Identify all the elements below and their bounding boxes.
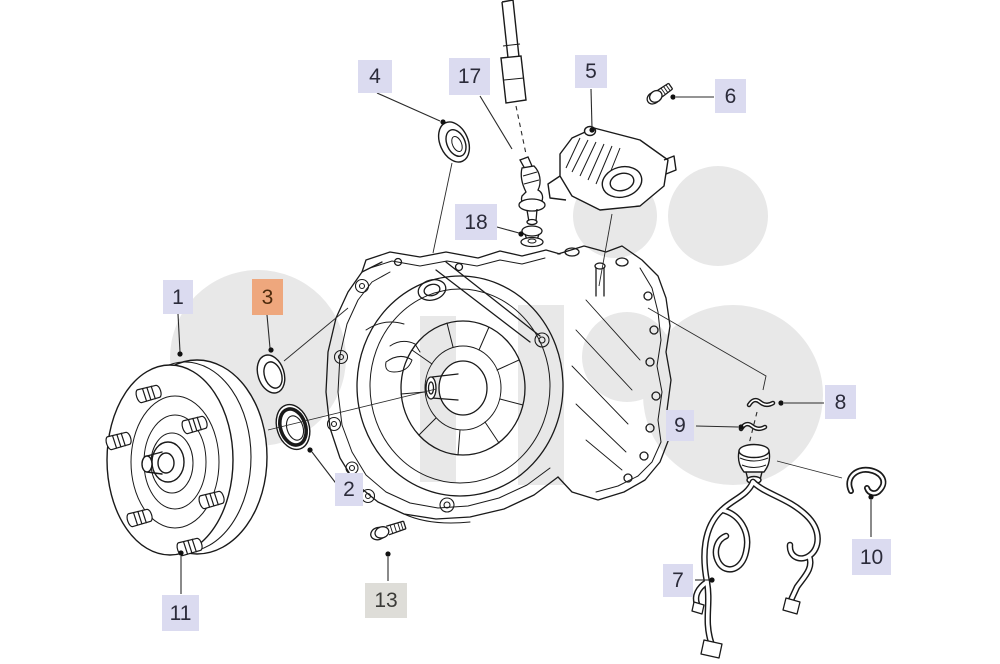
leader-lines: [177, 88, 872, 594]
grommet-18-drawing: [520, 225, 544, 248]
clip-10-drawing: [846, 466, 887, 497]
part-label-11[interactable]: 11: [162, 595, 199, 631]
bolt-6-drawing: [646, 82, 674, 105]
leader-dots: [177, 94, 874, 583]
switch-5-drawing: [547, 125, 677, 211]
part-label-7[interactable]: 7: [663, 564, 693, 597]
seal-3-drawing: [256, 354, 286, 394]
harness-7-drawing: [691, 478, 821, 659]
transmission-case-drawing: [325, 245, 672, 524]
part-label-3[interactable]: 3: [252, 279, 283, 315]
part-label-4[interactable]: 4: [358, 60, 392, 93]
filler-tube-drawing: [500, 0, 527, 104]
clip-8-drawing: [746, 397, 776, 408]
part-label-5[interactable]: 5: [575, 55, 607, 88]
part-label-2[interactable]: 2: [335, 473, 363, 506]
part-label-17[interactable]: 17: [449, 58, 490, 95]
part-label-18[interactable]: 18: [455, 204, 497, 240]
breather-cap-drawing: [737, 443, 771, 485]
part-label-9[interactable]: 9: [666, 410, 694, 441]
part-label-8[interactable]: 8: [825, 385, 856, 419]
bolt-13-drawing: [370, 520, 407, 541]
part-label-10[interactable]: 10: [852, 539, 891, 575]
seal-4-drawing: [437, 121, 471, 163]
part-label-13[interactable]: 13: [365, 583, 407, 618]
tube-lower-drawing: [518, 156, 546, 226]
part-label-1[interactable]: 1: [163, 280, 193, 314]
clip-9-drawing: [738, 421, 768, 432]
torque-converter-drawing: [103, 359, 268, 558]
part-label-6[interactable]: 6: [715, 79, 746, 113]
